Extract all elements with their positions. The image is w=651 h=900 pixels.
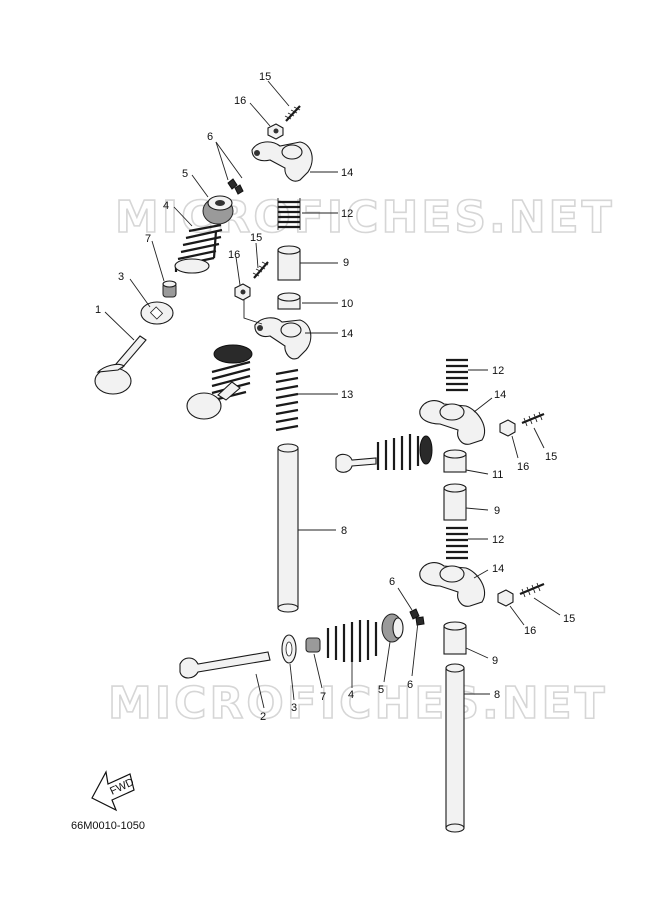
watermark-bottom: MICROFICHES.NET xyxy=(108,678,608,729)
locknut-part-16-right-bottom xyxy=(497,589,514,607)
forward-arrow-icon: FWD xyxy=(91,770,136,812)
rocker-spring-part-12-right-mid xyxy=(446,526,468,560)
callout-15: 15 xyxy=(250,232,262,244)
callout-9: 9 xyxy=(492,655,498,667)
push-rod-part-8-lower xyxy=(445,663,465,833)
callout-6: 6 xyxy=(207,131,213,143)
valve-part-1 xyxy=(94,335,147,395)
valve-collets-part-6-lower xyxy=(409,608,425,626)
collar-part-9-right xyxy=(443,483,467,521)
diagram-code: 66M0010-1050 xyxy=(71,820,145,832)
callout-8: 8 xyxy=(494,689,500,701)
callout-9: 9 xyxy=(494,505,500,517)
spring-retainer-part-5-lower xyxy=(381,613,404,643)
rocker-arm-part-14-mid xyxy=(254,317,312,360)
valve-spring-part-4-lower xyxy=(326,620,378,662)
callout-15: 15 xyxy=(563,613,575,625)
callout-3: 3 xyxy=(291,702,297,714)
callout-14: 14 xyxy=(341,328,353,340)
push-rod-spring-part-13 xyxy=(275,368,299,432)
callout-16: 16 xyxy=(517,461,529,473)
callout-5: 5 xyxy=(378,684,384,696)
callout-12: 12 xyxy=(341,208,353,220)
callout-11: 11 xyxy=(492,469,503,481)
locknut-part-16-right-top xyxy=(499,419,516,437)
callout-4: 4 xyxy=(348,689,354,701)
callout-7: 7 xyxy=(145,233,151,245)
callout-16: 16 xyxy=(524,625,536,637)
callout-16: 16 xyxy=(234,95,246,107)
push-rod-part-8-upper xyxy=(277,443,299,613)
stem-seal-part-7-lower xyxy=(305,637,321,653)
adjusting-screw-part-15-right-top xyxy=(521,411,545,427)
collar-part-11 xyxy=(443,449,467,473)
callout-2: 2 xyxy=(260,711,266,723)
callout-5: 5 xyxy=(182,168,188,180)
spring-seat-part-3-lower xyxy=(281,634,297,664)
callout-12: 12 xyxy=(492,365,504,377)
leader-lines xyxy=(104,80,561,709)
rocker-arm-part-14-upper xyxy=(251,141,313,182)
collar-part-9-upper xyxy=(277,245,301,281)
adjusting-screw-part-15-mid xyxy=(252,261,269,279)
callout-13: 13 xyxy=(341,389,353,401)
callout-15: 15 xyxy=(545,451,557,463)
valve-collets-part-6-upper xyxy=(227,178,244,195)
callout-6: 6 xyxy=(407,679,413,691)
callout-3: 3 xyxy=(118,271,124,283)
rocker-spring-part-12-right-top xyxy=(446,358,468,392)
callout-14: 14 xyxy=(492,563,504,575)
valve-spring-part-4-upper xyxy=(174,223,223,274)
locknut-part-16 xyxy=(267,123,284,140)
callout-14: 14 xyxy=(494,389,506,401)
locknut-part-16-mid xyxy=(234,283,251,301)
callout-7: 7 xyxy=(320,691,326,703)
collar-part-9-right-lower xyxy=(443,621,467,655)
spring-retainer-part-5-upper xyxy=(202,195,234,225)
stem-seal-part-7-upper xyxy=(162,280,177,298)
callout-1: 1 xyxy=(95,304,101,316)
valve-assembly-exhaust-upper xyxy=(186,344,253,420)
callout-15: 15 xyxy=(259,71,271,83)
callout-8: 8 xyxy=(341,525,347,537)
callout-14: 14 xyxy=(341,167,353,179)
callout-12: 12 xyxy=(492,534,504,546)
valve-assembly-right xyxy=(335,434,433,473)
rocker-arm-part-14-right-top xyxy=(419,400,486,445)
valve-part-2 xyxy=(179,651,271,679)
callout-4: 4 xyxy=(163,200,169,212)
callout-labels: 15 16 6 14 5 4 12 7 15 9 3 16 10 1 14 13… xyxy=(95,71,575,723)
adjusting-screw-part-15 xyxy=(284,105,301,122)
rocker-arm-part-14-right-bottom xyxy=(419,562,486,607)
callout-10: 10 xyxy=(341,298,353,310)
rocker-spring-part-12-upper xyxy=(277,198,301,230)
callout-16: 16 xyxy=(228,249,240,261)
adjusting-screw-part-15-right-bottom xyxy=(519,582,545,598)
watermark-top: MICROFICHES.NET xyxy=(115,192,615,243)
collar-part-10 xyxy=(277,292,301,310)
callout-9: 9 xyxy=(343,257,349,269)
callout-6: 6 xyxy=(389,576,395,588)
spring-seat-part-3-upper xyxy=(140,301,174,325)
